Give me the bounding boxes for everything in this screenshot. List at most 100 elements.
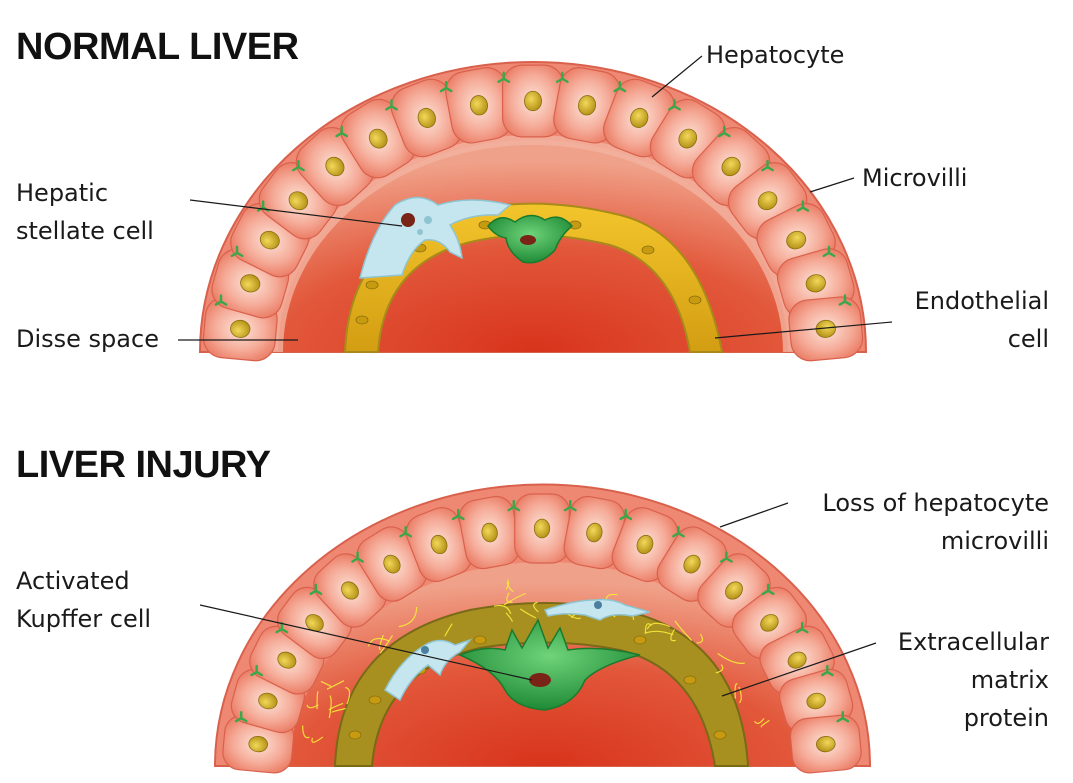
injury-microvilli-star [720, 551, 733, 563]
ecm-fiber [506, 592, 513, 603]
leader-endothelial [714, 321, 893, 339]
injury-hepatocyte [563, 495, 626, 570]
injury-liver-cross-section [213, 483, 872, 774]
label-kupffer-line2: Kupffer cell [16, 605, 152, 633]
normal-microvilli-star [761, 159, 774, 172]
injury-hepatocyte [514, 493, 570, 564]
ecm-fiber [644, 630, 674, 636]
ecm-fiber [398, 606, 418, 628]
injury-microvilli-star [619, 508, 633, 521]
normal-liver-cross-section [198, 61, 868, 362]
label-endothelial-line1: Endothelial [914, 287, 1049, 315]
ecm-fiber [505, 612, 513, 622]
normal-microvilli-star [385, 99, 398, 111]
normal-hepatocyte [553, 67, 621, 144]
leader-kupffer [199, 604, 533, 681]
normal-microvilli-star [838, 294, 852, 306]
injury-hepatocyte-nucleus [277, 651, 297, 669]
injury-hepatocyte [458, 495, 521, 570]
liver-injury-title: LIVER INJURY [16, 444, 271, 486]
normal-hepatocyte-nucleus [678, 128, 698, 149]
ecm-fiber [328, 695, 332, 719]
injury-microvilli-star [563, 499, 577, 512]
injury-microvilli-star [795, 621, 809, 634]
normal-hepatocyte-nucleus [288, 191, 309, 211]
injury-hepatocyte-nucleus [725, 581, 743, 600]
injury-kupffer-nucleus [529, 673, 551, 687]
injury-hepatocyte [356, 526, 428, 602]
endothelial-nucleus [641, 245, 655, 255]
injury-stellate-nucleus [421, 646, 429, 654]
injury-hepatocyte-nucleus [683, 554, 701, 574]
normal-microvilli-star [335, 125, 349, 138]
injury-stellate-cell-right [543, 598, 651, 621]
normal-hepatocyte-nucleus [259, 230, 280, 250]
normal-microvilli-star [668, 99, 681, 111]
injury-stellate-cell-left [384, 638, 473, 702]
leader-ecm [721, 642, 877, 697]
endothelial-nucleus [633, 635, 647, 645]
injury-microvilli-star [351, 551, 364, 563]
normal-hepatocyte [501, 64, 565, 138]
normal-hepatocyte-nucleus [469, 95, 488, 116]
label-loss-microvilli-line1: Loss of hepatocyte [822, 489, 1049, 517]
ecm-fiber [320, 680, 332, 687]
injury-hepatocyte-nucleus [305, 614, 324, 632]
normal-hepatocyte [390, 78, 463, 158]
normal-stellate-droplet [424, 216, 432, 224]
label-hepatocyte: Hepatocyte [706, 41, 845, 69]
injury-hepatocyte-nucleus [806, 692, 826, 710]
ecm-fiber [738, 686, 742, 704]
injury-microvilli-star [761, 583, 775, 596]
ecm-fiber [533, 601, 539, 613]
injury-hepatocyte-nucleus [760, 614, 779, 632]
label-stellate-line1: Hepatic [16, 179, 109, 207]
ecm-fiber [519, 608, 537, 619]
ecm-fiber [345, 686, 351, 705]
label-ecm-line3: protein [963, 704, 1049, 732]
normal-hepatocyte-nucleus [368, 128, 388, 149]
normal-microvilli-star [555, 71, 569, 83]
normal-hepatocyte-nucleus [757, 191, 778, 211]
injury-microvilli-star [451, 508, 465, 521]
endothelial-nucleus [473, 635, 487, 645]
normal-hepatocyte-nucleus [815, 319, 836, 338]
injury-microvilli-star [671, 526, 685, 538]
ecm-fiber [506, 582, 514, 592]
injury-microvilli-star [309, 583, 323, 596]
injury-microvilli-star [250, 664, 264, 677]
ecm-fiber [505, 579, 510, 590]
normal-microvilli-star [796, 200, 810, 212]
leader-hepatocyte [651, 55, 703, 98]
normal-microvilli-star [613, 80, 627, 93]
endothelial-nucleus [355, 315, 369, 325]
label-disse-space: Disse space [16, 325, 159, 353]
label-ecm-line2: matrix [970, 666, 1049, 694]
label-ecm-line1: Extracellular [897, 628, 1049, 656]
normal-hepatocyte-nucleus [786, 230, 807, 250]
injury-hepatocyte-nucleus [341, 581, 359, 600]
endothelial-nucleus [368, 695, 382, 705]
ecm-fiber [367, 637, 391, 647]
injury-hepatocyte-nucleus [430, 534, 448, 555]
endothelial-nucleus [348, 730, 362, 740]
label-kupffer-line1: Activated [16, 567, 130, 595]
injury-hepatocyte-nucleus [248, 735, 268, 753]
ecm-fiber [331, 707, 346, 713]
normal-microvilli-star [214, 294, 228, 306]
ecm-fiber [378, 634, 384, 650]
label-stellate-line2: stellate cell [16, 217, 154, 245]
ecm-fiber [493, 604, 512, 615]
injury-microvilli-star [275, 621, 289, 634]
ecm-fiber [715, 664, 724, 674]
ecm-fiber [444, 623, 453, 637]
injury-stellate-nucleus [594, 601, 602, 609]
leader-microvilli [809, 177, 855, 193]
injury-hepatocyte-cells [222, 493, 862, 774]
leader-lines [178, 55, 893, 697]
normal-hepatocyte-nucleus [578, 95, 597, 116]
injury-endothelial-nuclei [348, 635, 727, 740]
normal-hepatocyte [788, 296, 864, 362]
normal-stellate-nucleus [401, 213, 415, 227]
